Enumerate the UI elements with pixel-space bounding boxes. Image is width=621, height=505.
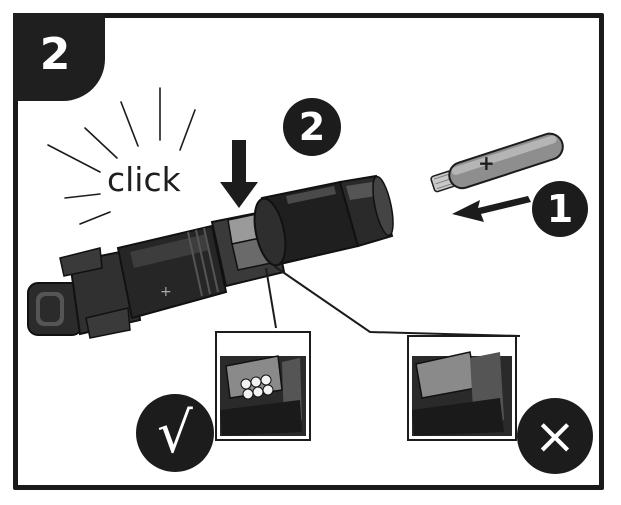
connector bbox=[27, 174, 394, 339]
step-two-marker: 2 bbox=[283, 98, 341, 156]
panel-border bbox=[13, 13, 604, 490]
connector-plus-sign: + bbox=[160, 284, 172, 300]
cable-plus-sign: + bbox=[478, 151, 495, 175]
callout-lines bbox=[265, 265, 521, 337]
incorrect-cross-icon: × bbox=[517, 398, 593, 474]
click-burst bbox=[47, 87, 196, 225]
click-label: click bbox=[107, 160, 181, 199]
correct-check-icon: √ bbox=[136, 394, 214, 472]
insert-arrow-icon bbox=[452, 196, 531, 222]
step-one-marker: 1 bbox=[532, 181, 588, 237]
step-number-badge: 2 bbox=[13, 13, 105, 101]
press-arrow-icon bbox=[220, 140, 258, 208]
detail-correct bbox=[215, 331, 311, 441]
detail-incorrect bbox=[407, 335, 517, 441]
cable bbox=[430, 132, 564, 193]
